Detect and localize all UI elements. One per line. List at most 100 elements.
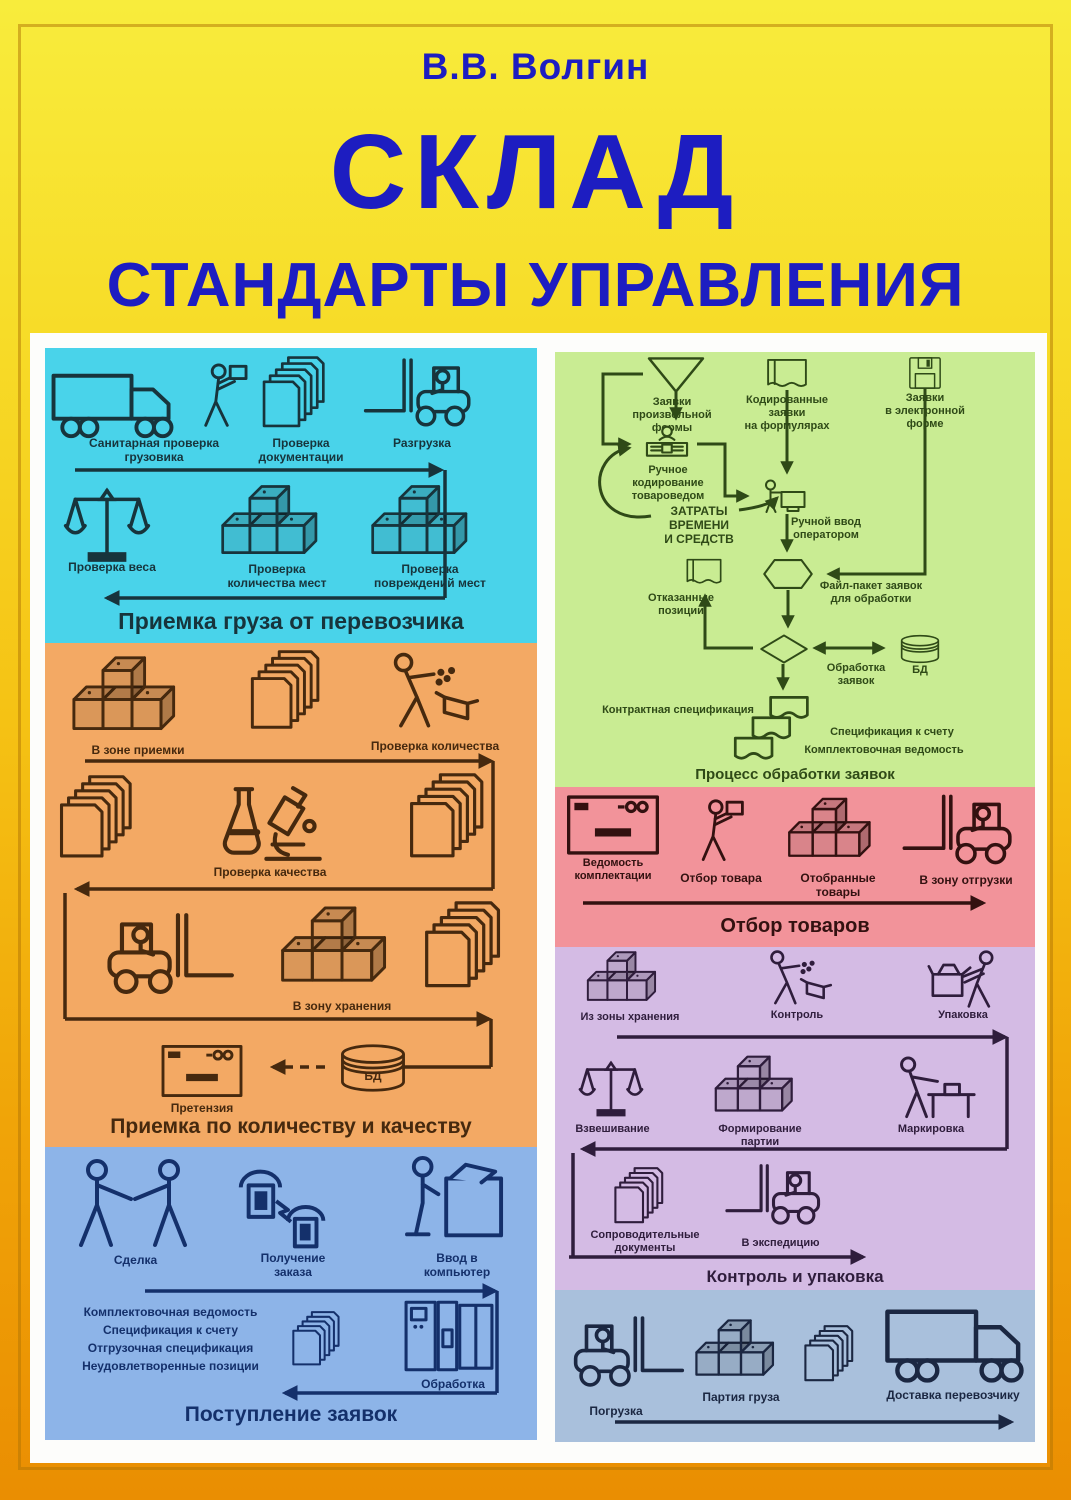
label-quantity-check: Проверка количества [370,739,500,753]
caption-order-processing: Процесс обработки заявок [695,766,895,783]
forklift-icon [363,352,481,432]
label-picking-sheet: Ведомость комплектации [574,857,652,882]
label-loading: Погрузка [589,1404,643,1418]
label-processing-requests: Обработка заявок [826,662,886,687]
diamond-node [757,634,811,664]
forklift-icon [707,1161,847,1227]
label-sanitary-check: Санитарная проверка грузовика [88,436,220,465]
boxes-icon [357,482,497,568]
label-marking: Маркировка [897,1123,965,1135]
label-qty-places: Проверка количества мест [227,562,327,591]
author-name: В.В. Волгин [421,46,650,87]
documents-icon [611,1167,675,1227]
sheet-form-icon [567,795,659,855]
label-rejected-positions: Отказанные позиции [648,592,714,617]
label-deal: Сделка [113,1253,158,1267]
forklift-icon [95,907,235,999]
documents-icon [291,1307,349,1373]
triangle-form-icon [643,356,709,394]
boxes-icon [561,949,693,1011]
boxes-icon [267,903,417,997]
terminal-icon [753,478,817,514]
caption-orders-incoming: Поступление заявок [184,1403,398,1426]
label-weight-check: Проверка веса [68,560,156,574]
label-database: БД [912,664,928,676]
label-control: Контроль [770,1009,824,1021]
boxes-icon [207,482,347,568]
floppy-icon [907,356,943,390]
book-title: СКЛАД [329,113,742,231]
caption-control-packing: Контроль и упаковка [706,1267,884,1286]
flow-arrows [615,1414,1015,1430]
label-batch-forming: Формирование партии [718,1123,802,1148]
flow-arrows [583,895,987,911]
label-unloading: Разгрузка [393,436,451,450]
worker-carrying-icon [685,793,755,873]
label-free-form-requests: Заявки произвольной формы [632,396,712,434]
wavy-document-icon [673,558,735,588]
panel-receiving-from-carrier: Санитарная проверка грузовика Проверка д… [45,348,537,643]
computer-cabinet-icon [403,1295,495,1377]
label-coded-requests: Кодированные заявки на формулярах [744,394,830,432]
documents-icon [249,649,333,735]
truck-icon [49,366,177,444]
worker-marking-icon [875,1055,997,1121]
documents-icon [803,1314,863,1396]
panel-picking: Ведомость комплектации Отбор товара Отоб… [555,787,1035,947]
label-file-packet: Файл-пакет заявок для обработки [819,580,923,605]
label-packing-sheet: Комплектовочная ведомость [804,744,964,756]
boxes-icon [689,1314,793,1390]
label-from-storage: Из зоны хранения [580,1011,680,1023]
label-docs-check: Проверка документации [258,436,344,465]
caption-receiving-qty-quality: Приемка по количеству и качеству [110,1115,472,1138]
label-manual-entry: Ручной ввод оператором [791,516,861,541]
label-packing: Упаковка [938,1009,988,1021]
label-weighing: Взвешивание [575,1123,650,1135]
computer-entry-icon [397,1153,515,1251]
book-subtitle: СТАНДАРТЫ УПРАВЛЕНИЯ [106,251,965,320]
phones-icon [227,1163,345,1253]
documents-icon [423,901,515,993]
label-computer-entry: Ввод в компьютер [423,1251,491,1280]
label-to-shipping-zone: В зону отгрузки [919,873,1013,887]
label-in-receiving-zone: В зоне приемки [91,743,185,757]
label-accompanying-docs: Сопроводительные документы [590,1229,700,1254]
label-picked-goods: Отобранные товары [800,871,876,900]
wavy-document-icon [755,358,819,392]
documents-icon [57,775,147,863]
documents-icon [261,354,337,434]
scales-icon [567,1055,655,1121]
label-get-order: Получение заказа [260,1251,326,1280]
database-icon [329,1043,417,1093]
label-quality-check: Проверка качества [213,865,327,879]
lab-icon [193,783,348,865]
documents-icon [407,773,499,863]
scales-icon [63,480,151,568]
worker-checking-icon [743,949,847,1007]
truck-icon [883,1300,1027,1390]
worker-checking-icon [363,651,493,731]
boxes-icon [699,1053,821,1123]
database-icon [889,634,951,664]
flow-arrows [63,753,495,1075]
label-contract-spec: Контрактная спецификация [602,704,754,716]
worker-carrying-icon [187,354,259,442]
label-claim: Претензия [170,1101,234,1115]
label-delivery-to-carrier: Доставка перевозчику [886,1388,1020,1402]
label-electronic-requests: Заявки в электронной форме [885,392,965,430]
label-cargo-batch: Партия груза [702,1390,780,1404]
forklift-icon [563,1310,685,1392]
label-account-spec: Спецификация к счету [830,726,954,738]
caption-picking: Отбор товаров [720,915,870,937]
keyboard-icon [637,424,697,462]
label-pick-goods: Отбор товара [680,871,762,885]
label-time-costs: ЗАТРАТЫ ВРЕМЕНИ И СРЕДСТВ [664,504,734,547]
panel-order-processing: Заявки произвольной формы Кодированные з… [555,352,1035,787]
flow-arrows [598,372,927,691]
label-to-expedition: В экспедицию [741,1237,820,1249]
panel-orders-incoming: Сделка Получение заказа Ввод в компьютер… [45,1147,537,1440]
boxes-icon [57,653,207,745]
flow-arrows [145,1283,499,1401]
handshake-icon [63,1157,205,1257]
